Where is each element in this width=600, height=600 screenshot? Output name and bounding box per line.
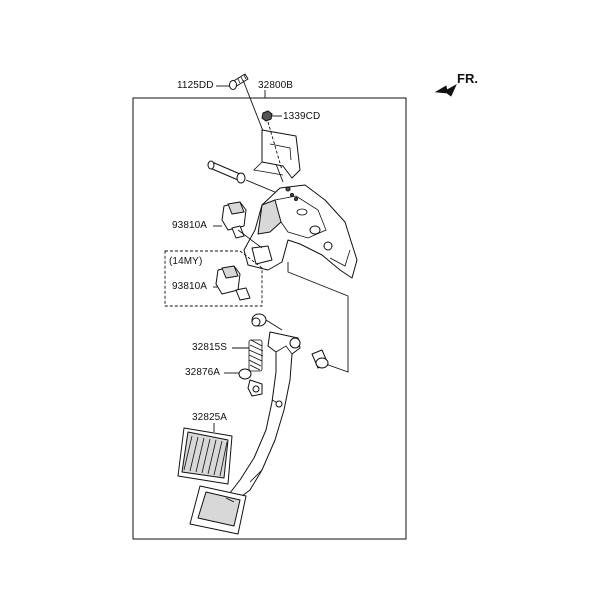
stop-lamp-switch-lower-part [215,265,251,301]
label-stopper-32876a: 32876A [185,367,221,378]
stopper-32876a-part [238,368,263,397]
pedal-bushing-part [251,313,267,327]
label-spring-32815s: 32815S [192,342,228,353]
pivot-pin-part [207,160,246,184]
pedal-sleeve-part [311,349,329,369]
pedal-pad-32825a-part [177,427,233,485]
upper-bracket-part [253,121,301,179]
pedal-bracket-part [243,184,358,279]
nut-1339cd-part [261,110,273,122]
bushing-axis-line [265,319,283,331]
label-bolt-1125dd: 1125DD [177,80,214,91]
brake-pedal-arm-part [225,331,301,503]
label-assembly-32800b: 32800B [258,80,294,91]
front-direction-label: FR. [457,71,478,86]
stop-lamp-switch-upper-part [221,201,263,249]
label-nut-1339cd: 1339CD [283,111,321,122]
assembly-frame [132,97,407,540]
front-direction-arrow-icon [434,84,457,97]
pedal-alignment-lines [287,262,349,373]
label-switch-upper-93810a: 93810A [172,220,208,231]
bolt-1125dd-part [229,73,249,90]
label-switch-lower-93810a: 93810A [172,281,208,292]
return-spring-32815s-part [248,339,264,372]
model-year-group-frame [164,250,263,307]
label-pad-32825a: 32825A [192,412,228,423]
pedal-foot-plate-part [189,485,247,535]
label-model-year-14my: (14MY) [169,256,203,267]
